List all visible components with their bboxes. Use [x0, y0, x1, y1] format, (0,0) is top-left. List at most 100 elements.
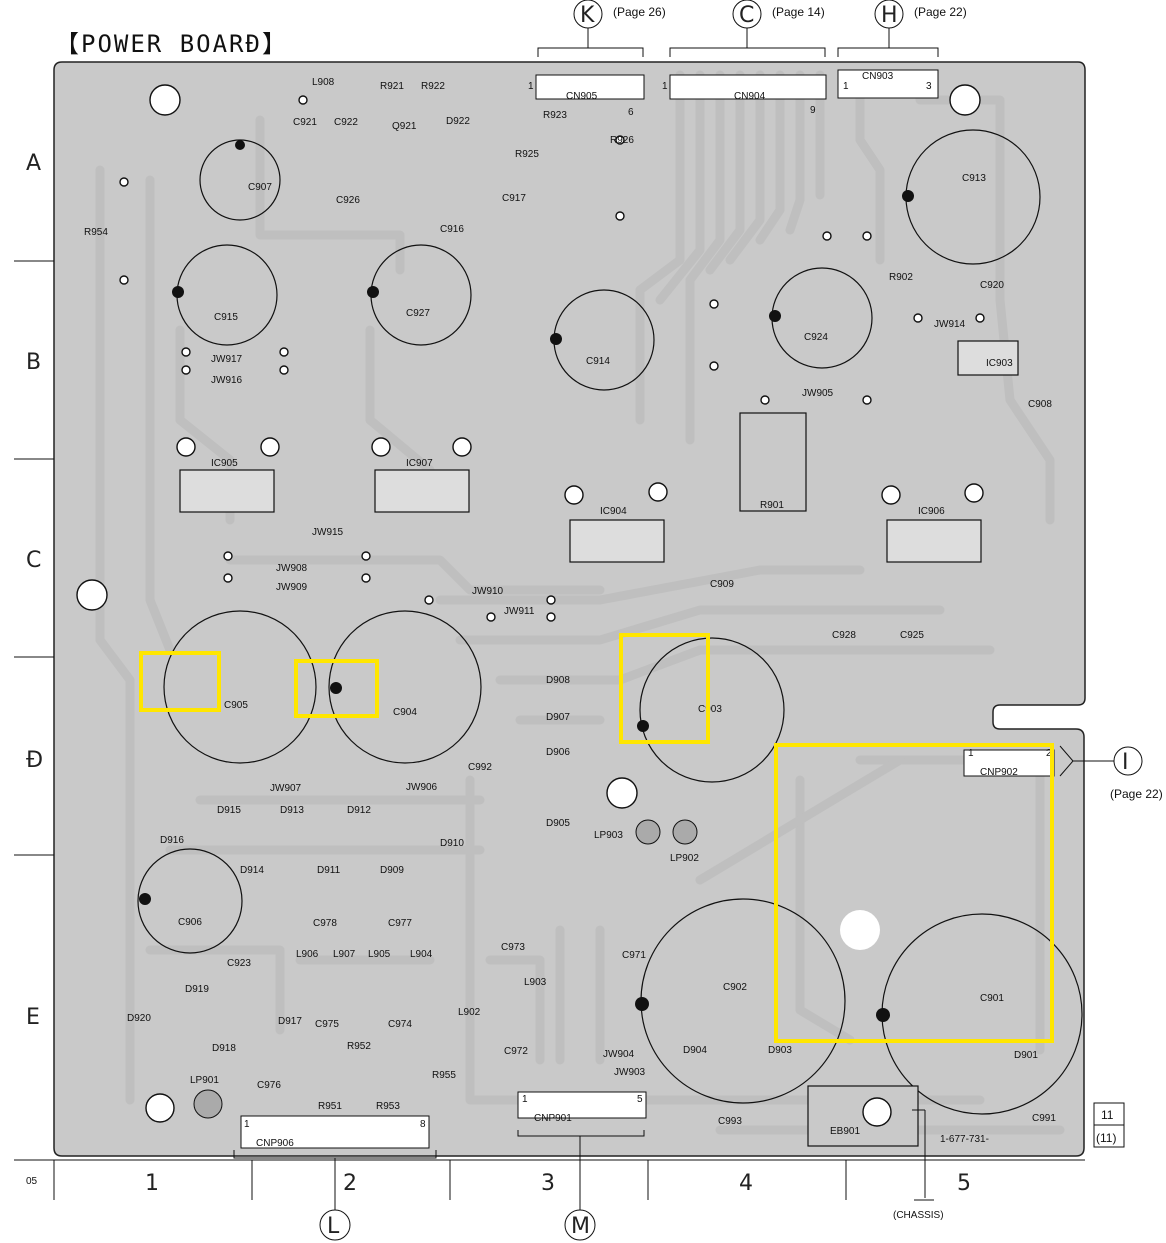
copper-traces	[95, 70, 1065, 1135]
svg-text:D920: D920	[127, 1013, 151, 1024]
svg-text:C926: C926	[336, 195, 360, 206]
svg-text:1: 1	[968, 748, 974, 759]
svg-text:D901: D901	[1014, 1050, 1038, 1061]
svg-text:6: 6	[628, 107, 634, 118]
svg-text:1: 1	[528, 81, 534, 92]
capacitor-c906	[137, 848, 243, 954]
svg-text:CNP902: CNP902	[980, 767, 1018, 778]
svg-text:D909: D909	[380, 865, 404, 876]
svg-text:C978: C978	[313, 918, 337, 929]
svg-text:(Page 26): (Page 26)	[613, 5, 666, 19]
svg-text:M: M	[571, 1214, 590, 1239]
svg-text:L904: L904	[410, 949, 433, 960]
svg-text:A: A	[26, 151, 41, 176]
svg-text:D906: D906	[546, 747, 570, 758]
page-ref-m: M	[517, 1130, 645, 1241]
svg-text:C920: C920	[980, 280, 1004, 291]
page-ref-l: L	[233, 1150, 437, 1241]
svg-text:D911: D911	[317, 865, 341, 876]
svg-text:1: 1	[843, 81, 849, 92]
svg-text:C917: C917	[502, 193, 526, 204]
svg-text:CNP901: CNP901	[534, 1113, 572, 1124]
solder-pads	[119, 95, 985, 1022]
svg-text:JW911: JW911	[504, 606, 535, 617]
svg-text:1: 1	[522, 1094, 528, 1105]
svg-text:K: K	[580, 3, 595, 28]
svg-text:JW908: JW908	[276, 563, 308, 574]
svg-text:R953: R953	[376, 1101, 400, 1112]
svg-text:JW916: JW916	[211, 375, 243, 386]
diagram-title: 【POWER BOARĐ】	[55, 30, 288, 58]
svg-text:I: I	[1122, 750, 1129, 775]
ic-heatsinks	[176, 340, 1019, 1147]
chassis-ground: (CHASSIS)	[893, 1109, 944, 1221]
svg-text:1: 1	[145, 1171, 159, 1196]
svg-text:JW907: JW907	[270, 783, 302, 794]
svg-text:C915: C915	[214, 312, 238, 323]
svg-text:CN904: CN904	[734, 91, 766, 102]
svg-text:C976: C976	[257, 1080, 281, 1091]
svg-text:C913: C913	[962, 173, 986, 184]
svg-text:C909: C909	[710, 579, 734, 590]
svg-text:LP901: LP901	[190, 1075, 219, 1086]
highlight-c905-pad	[139, 651, 221, 712]
svg-text:JW910: JW910	[472, 586, 504, 597]
svg-text:C904: C904	[393, 707, 417, 718]
svg-text:1: 1	[662, 81, 668, 92]
svg-text:C993: C993	[718, 1116, 742, 1127]
svg-text:C991: C991	[1032, 1113, 1056, 1124]
svg-text:2: 2	[1046, 748, 1052, 759]
svg-text:11: 11	[1101, 1108, 1114, 1122]
svg-text:IC904: IC904	[600, 506, 627, 517]
svg-text:JW915: JW915	[312, 527, 344, 538]
component-labels: CN905 CN904 CN903 CNP902 CNP901 CNP906 C…	[84, 71, 1056, 1149]
svg-text:L905: L905	[368, 949, 391, 960]
svg-text:D914: D914	[240, 865, 264, 876]
page-ref-c: C (Page 14)	[669, 0, 826, 57]
svg-text:C925: C925	[900, 630, 924, 641]
part-number: 1-677-731-	[940, 1134, 989, 1145]
svg-text:IC905: IC905	[211, 458, 238, 469]
pin-marks: 1 6 1 9 1 3 1 2 1 5 1 8	[244, 81, 1052, 1130]
row-labels: A B C Đ E	[26, 151, 43, 1030]
highlight-cnp902-area	[774, 743, 1054, 1043]
svg-text:Đ: Đ	[26, 748, 43, 773]
svg-text:5: 5	[637, 1094, 643, 1105]
svg-text:C973: C973	[501, 942, 525, 953]
svg-text:IC907: IC907	[406, 458, 433, 469]
svg-text:C992: C992	[468, 762, 492, 773]
svg-text:(CHASSIS): (CHASSIS)	[893, 1210, 944, 1221]
svg-text:C903: C903	[698, 704, 722, 715]
svg-text:CN905: CN905	[566, 91, 598, 102]
svg-text:C923: C923	[227, 958, 251, 969]
capacitor-c905	[163, 610, 317, 764]
svg-text:R902: R902	[889, 272, 913, 283]
svg-text:B: B	[26, 350, 41, 375]
svg-text:D907: D907	[546, 712, 570, 723]
page-ref-k: K (Page 26)	[537, 0, 666, 57]
svg-text:L902: L902	[458, 1007, 481, 1018]
svg-text:L906: L906	[296, 949, 319, 960]
svg-text:C901: C901	[980, 993, 1004, 1004]
svg-text:D915: D915	[217, 805, 241, 816]
svg-text:L903: L903	[524, 977, 547, 988]
svg-text:D919: D919	[185, 984, 209, 995]
svg-text:(Page 22): (Page 22)	[1110, 787, 1163, 801]
svg-text:JW909: JW909	[276, 582, 308, 593]
svg-text:JW917: JW917	[211, 354, 243, 365]
column-labels: 1 2 3 4 5 05	[26, 1171, 971, 1196]
svg-text:D913: D913	[280, 805, 304, 816]
svg-text:C971: C971	[622, 950, 646, 961]
svg-text:EB901: EB901	[830, 1126, 860, 1137]
svg-text:1: 1	[244, 1119, 250, 1130]
svg-text:5: 5	[957, 1171, 971, 1196]
svg-text:(11): (11)	[1096, 1131, 1116, 1145]
svg-text:L908: L908	[312, 77, 335, 88]
svg-text:D918: D918	[212, 1043, 236, 1054]
svg-text:C977: C977	[388, 918, 412, 929]
svg-text:C921: C921	[293, 117, 317, 128]
svg-text:R901: R901	[760, 500, 784, 511]
svg-text:3: 3	[541, 1171, 555, 1196]
revision-box: 11 (11)	[1093, 1102, 1125, 1148]
